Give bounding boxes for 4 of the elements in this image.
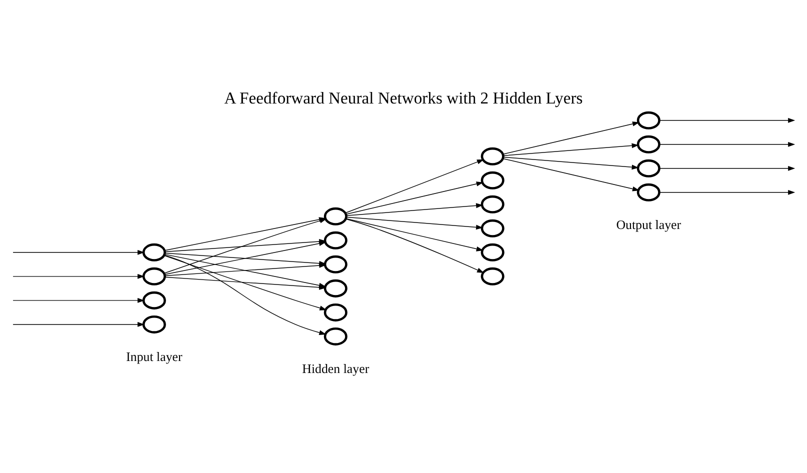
diagram-title: A Feedforward Neural Networks with 2 Hidden Lyers [224,88,583,108]
label: Output layer [616,217,682,232]
label: Hidden layer [302,361,370,376]
label: Input layer [126,349,182,364]
